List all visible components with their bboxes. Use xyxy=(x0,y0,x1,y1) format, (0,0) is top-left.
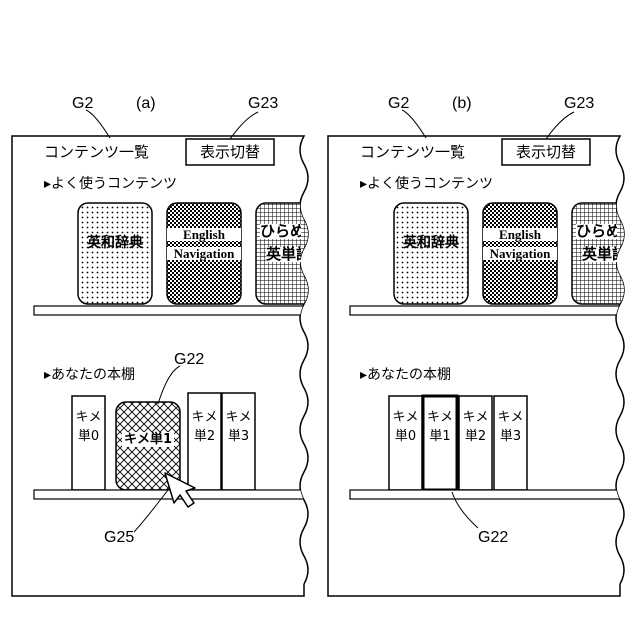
content-tile-1-label-b: 英和辞典 xyxy=(394,236,468,250)
book-2-label-b: キメ単2 xyxy=(459,408,492,446)
frequent-heading-b: ▸よく使うコンテンツ xyxy=(360,177,493,191)
content-tile-3-line1-a: ひらめ xyxy=(260,224,301,239)
screen-title-b: コンテンツ一覧 xyxy=(360,145,465,160)
shelf-upper-a xyxy=(34,306,324,315)
content-tile-2-line2-a: Navigation xyxy=(167,247,241,260)
frequent-heading-a: ▸よく使うコンテンツ xyxy=(44,177,177,191)
book-3-label-a: キメ単3 xyxy=(222,408,255,446)
screen-title-a: コンテンツ一覧 xyxy=(44,145,149,160)
leader-g2-a xyxy=(86,110,110,138)
content-tile-3-line2-a: 英単語 xyxy=(266,247,301,262)
selected-ref-label-a: G22 xyxy=(174,352,204,368)
content-tile-3-line1-b: ひらめ xyxy=(576,224,617,239)
shelf-heading-a: ▸あなたの本棚 xyxy=(44,368,135,382)
book-0-label-b: キメ単0 xyxy=(389,408,422,446)
content-tile-3-line2-b: 英単語 xyxy=(582,247,617,262)
leader-g23-b xyxy=(546,112,574,139)
pointer-ref-label-a: G25 xyxy=(104,530,134,546)
switch-ref-label-a: G23 xyxy=(248,96,278,112)
book-1-label-a: キメ単1 xyxy=(122,432,174,447)
content-tile-2-line1-a: English xyxy=(167,228,241,241)
shelf-upper-b xyxy=(350,306,640,315)
book-2-label-a: キメ単2 xyxy=(188,408,221,446)
leader-g2-b xyxy=(402,110,426,138)
content-tile-1-b[interactable] xyxy=(394,203,468,304)
content-tile-1-a[interactable] xyxy=(78,203,152,304)
screen-ref-label-b: G2 xyxy=(388,96,409,112)
switch-button-a[interactable]: 表示切替 xyxy=(186,139,274,165)
book-3-label-b: キメ単3 xyxy=(494,408,527,446)
switch-ref-label-b: G23 xyxy=(564,96,594,112)
panel-label-a: (a) xyxy=(136,96,156,112)
shelf-heading-b: ▸あなたの本棚 xyxy=(360,368,451,382)
leader-g23-a xyxy=(230,112,258,139)
selected-ref-label-b: G22 xyxy=(478,530,508,546)
content-tile-2-line1-b: English xyxy=(483,228,557,241)
shelf-lower-b xyxy=(350,490,640,499)
screen-ref-label-a: G2 xyxy=(72,96,93,112)
panel-label-b: (b) xyxy=(452,96,472,112)
book-1-label-b: キメ単1 xyxy=(423,408,457,446)
content-tile-1-label-a: 英和辞典 xyxy=(78,236,152,250)
leader-g22-a xyxy=(158,366,180,404)
book-0-label-a: キメ単0 xyxy=(72,408,105,446)
switch-button-b[interactable]: 表示切替 xyxy=(502,139,590,165)
content-tile-2-line2-b: Navigation xyxy=(483,247,557,260)
